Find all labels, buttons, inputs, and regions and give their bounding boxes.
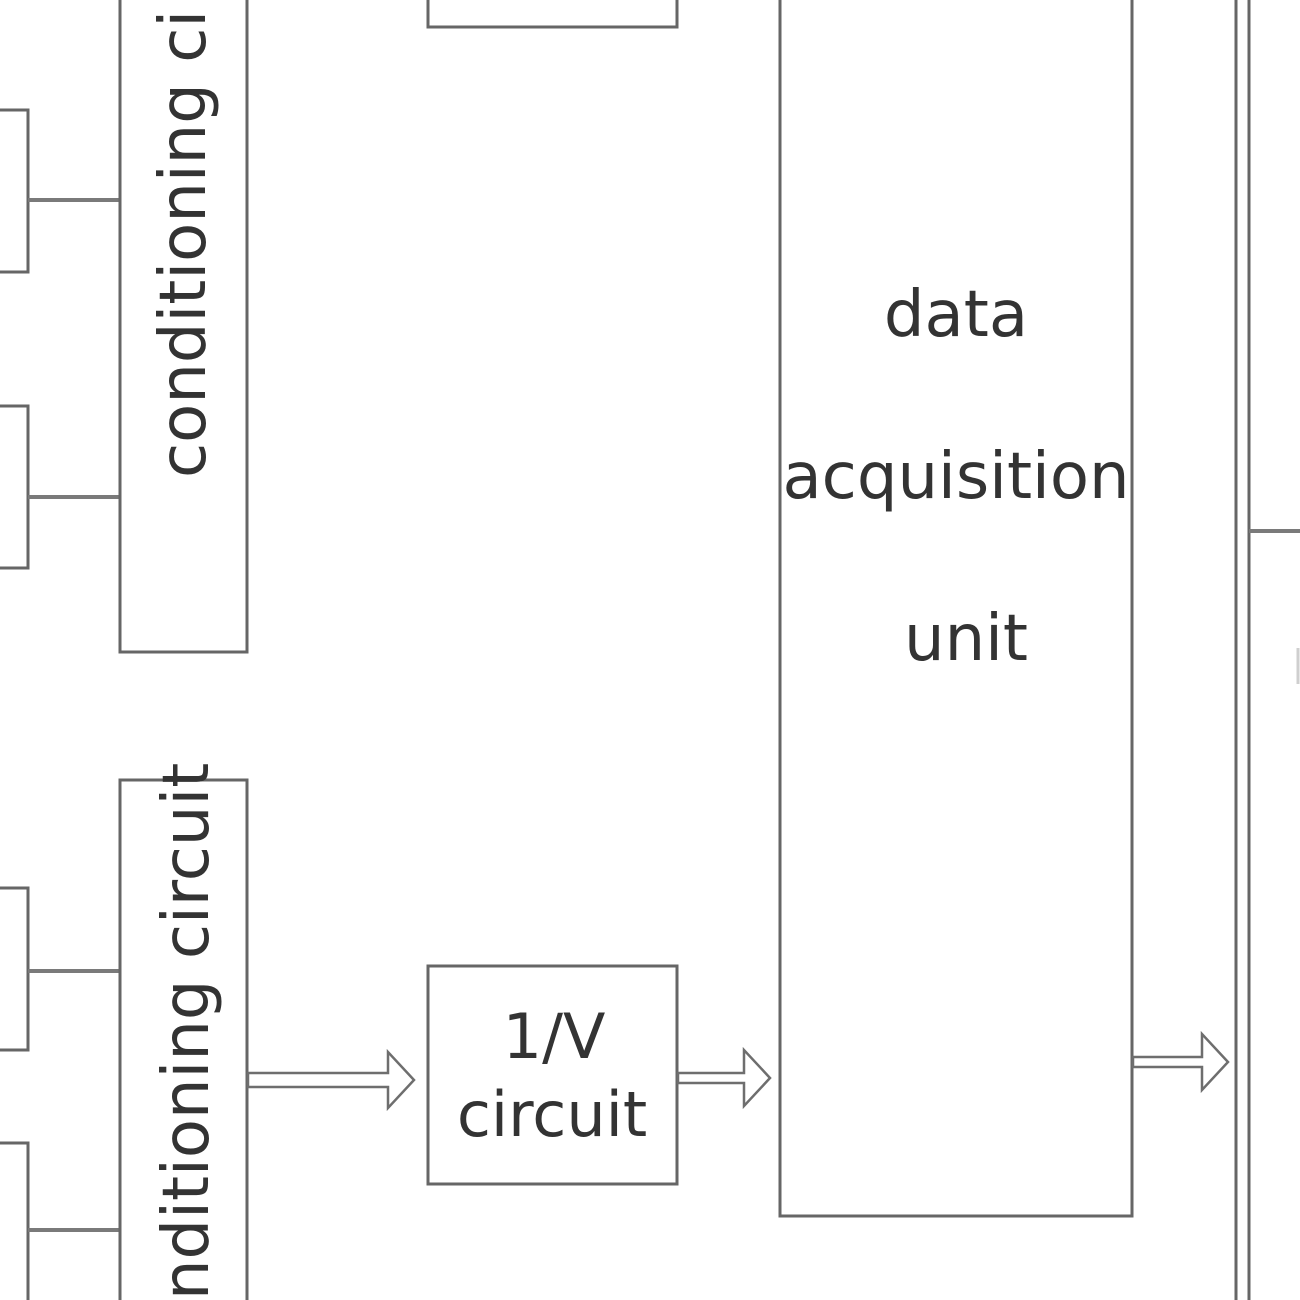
system-bus — [1234, 0, 1251, 1300]
sensor-box-2 — [0, 404, 30, 570]
sensor-box-1 — [0, 108, 30, 274]
iv-circuit-label-line2: circuit — [457, 1078, 647, 1151]
upper-block — [426, 0, 679, 29]
arrow-iv-to-daq — [676, 1046, 772, 1110]
daq-label-line3: unit — [904, 602, 1028, 676]
data-acquisition-unit — [778, 0, 1134, 1218]
iv-circuit-box — [426, 964, 679, 1186]
daq-label-line1: data — [884, 278, 1028, 352]
conditioning-circuit-top-label: conditioning ci — [147, 10, 221, 478]
conditioning-circuit-bottom-label: nditioning circuit — [150, 763, 224, 1300]
sensor-box-3 — [0, 886, 30, 1052]
daq-label-line2: acquisition — [782, 440, 1129, 514]
conditioning-circuit-top — [118, 0, 249, 654]
arrow-conditioning-to-iv — [246, 1048, 416, 1112]
conditioning-circuit-bottom — [118, 778, 249, 1300]
iv-circuit-label-line1: 1/V — [503, 1000, 606, 1073]
arrow-daq-to-bus — [1131, 1030, 1230, 1094]
sensor-box-4 — [0, 1141, 30, 1300]
